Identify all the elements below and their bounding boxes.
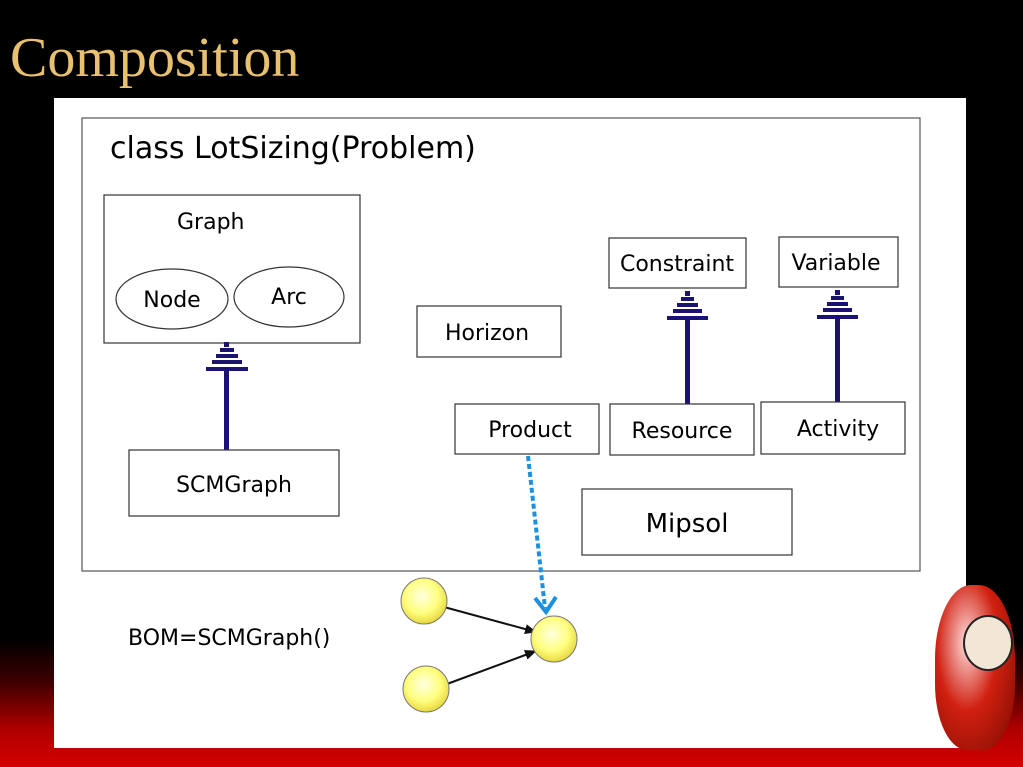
- activity-label: Activity: [797, 417, 879, 442]
- slide-title: Composition: [10, 27, 300, 89]
- product-dependency-arrow: [526, 455, 547, 609]
- node-label: Node: [143, 288, 200, 313]
- product-label: Product: [488, 418, 572, 443]
- scmgraph-label: SCMGraph: [176, 473, 292, 498]
- resource-inheritance-arrow: [667, 291, 708, 404]
- graph-label: Graph: [177, 210, 244, 235]
- variable-label: Variable: [791, 251, 880, 276]
- bom-node-2: [402, 665, 450, 713]
- horizon-label: Horizon: [445, 321, 529, 346]
- scmgraph-inheritance-arrow: [206, 342, 248, 451]
- node-ellipse: [115, 268, 229, 330]
- activity-box: [760, 401, 906, 455]
- bom-node-1: [400, 577, 448, 625]
- mipsol-box: [581, 488, 793, 556]
- horizon-box: [416, 305, 562, 358]
- bom-edge-2: [446, 650, 537, 685]
- constraint-box: [608, 237, 747, 289]
- resource-box: [609, 403, 755, 456]
- class-title: class LotSizing(Problem): [110, 131, 476, 166]
- variable-box: [778, 236, 899, 288]
- dependency-arrowhead: [533, 595, 558, 616]
- graph-box: Graph Node Arc: [103, 194, 361, 344]
- product-box: [454, 403, 600, 455]
- bom-node-3: [530, 615, 578, 663]
- scmgraph-box: [128, 449, 340, 517]
- constraint-label: Constraint: [620, 252, 734, 277]
- daruma-face: [963, 615, 1013, 671]
- bom-label: BOM=SCMGraph(): [128, 626, 330, 651]
- arc-ellipse: [233, 266, 345, 328]
- activity-inheritance-arrow: [817, 290, 858, 403]
- mipsol-label: Mipsol: [646, 509, 729, 539]
- bom-edge-1: [443, 606, 537, 634]
- daruma-doll-image: [935, 585, 1015, 750]
- resource-label: Resource: [632, 419, 733, 444]
- arc-label: Arc: [271, 285, 307, 310]
